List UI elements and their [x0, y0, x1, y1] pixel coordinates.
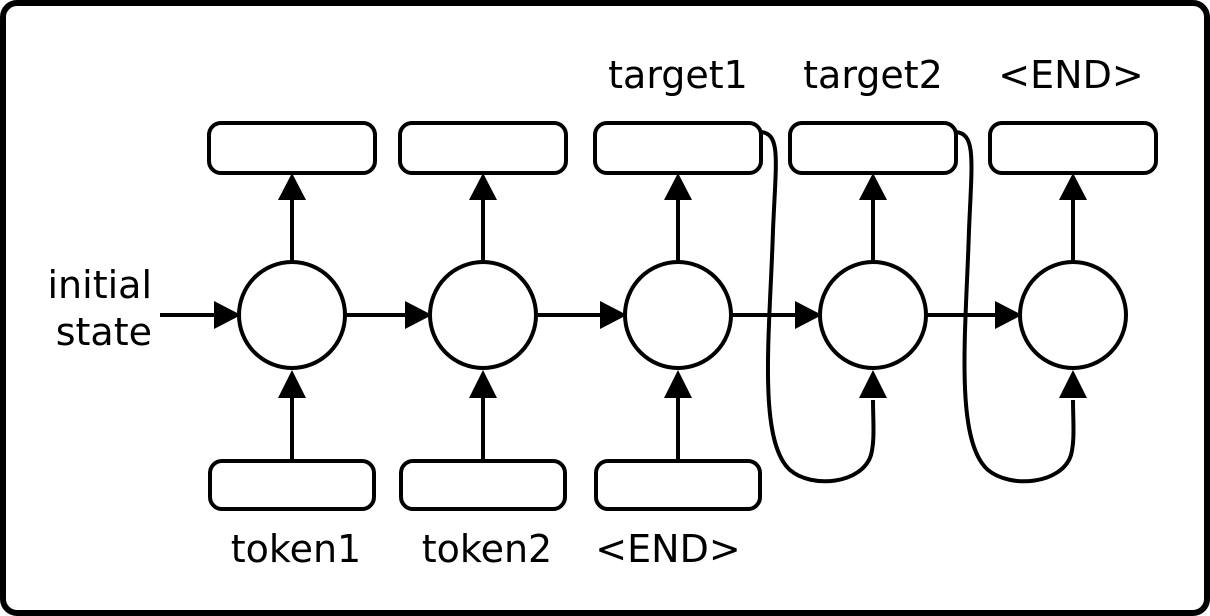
output-arrowhead-3 [859, 173, 887, 200]
initial-state-arrow [160, 301, 241, 329]
input-arrowhead-1 [469, 370, 497, 398]
feedback-loop-3-4 [955, 130, 1087, 484]
output-box-4[interactable] [988, 121, 1158, 175]
timestep-column-3 [788, 121, 958, 370]
feedback-arrowhead-2-3 [859, 370, 887, 398]
feedback-loop-2-3 [760, 130, 887, 484]
output-arrowhead-4 [1059, 173, 1087, 200]
initial-state-label-line1: initial [48, 263, 153, 307]
top-label-target2: target2 [803, 53, 943, 97]
bottom-label-token2: token2 [422, 527, 552, 571]
state-arrowhead-3-4 [995, 301, 1022, 329]
timestep-column-4 [988, 121, 1158, 370]
output-arrowhead-1 [469, 173, 497, 200]
timestep-column-0 [207, 121, 377, 511]
input-arrowhead-0 [278, 370, 306, 398]
initial-state-label-line2: state [56, 310, 152, 354]
state-arrow-2-3 [731, 301, 822, 329]
output-box-3[interactable] [788, 121, 958, 175]
timestep-column-2 [593, 121, 763, 511]
state-arrowhead-0-1 [405, 301, 432, 329]
initial-state-arrowhead [214, 301, 241, 329]
state-arrow-3-4 [926, 301, 1022, 329]
rnn-cell-2[interactable] [623, 260, 733, 370]
rnn-cell-1[interactable] [428, 260, 538, 370]
feedback-path-2-3 [760, 130, 876, 484]
top-label-target1: target1 [608, 53, 748, 97]
feedback-arrowhead-3-4 [1059, 370, 1087, 398]
top-label-end: <END> [998, 53, 1143, 97]
feedback-path-3-4 [955, 130, 1076, 484]
output-box-1[interactable] [398, 121, 568, 175]
output-box-2[interactable] [593, 121, 763, 175]
output-arrowhead-2 [664, 173, 692, 200]
output-arrowhead-0 [278, 173, 306, 200]
input-box-2[interactable] [594, 459, 762, 511]
rnn-cell-3[interactable] [818, 260, 928, 370]
output-box-0[interactable] [207, 121, 377, 175]
state-arrowhead-1-2 [600, 301, 627, 329]
state-arrowhead-2-3 [795, 301, 822, 329]
bottom-label-end: <END> [595, 527, 740, 571]
bottom-label-token1: token1 [231, 527, 361, 571]
state-arrow-0-1 [345, 301, 432, 329]
rnn-cell-0[interactable] [237, 260, 347, 370]
input-box-0[interactable] [208, 459, 376, 511]
state-arrow-1-2 [536, 301, 627, 329]
input-arrowhead-2 [664, 370, 692, 398]
rnn-cell-4[interactable] [1018, 260, 1128, 370]
input-box-1[interactable] [399, 459, 567, 511]
